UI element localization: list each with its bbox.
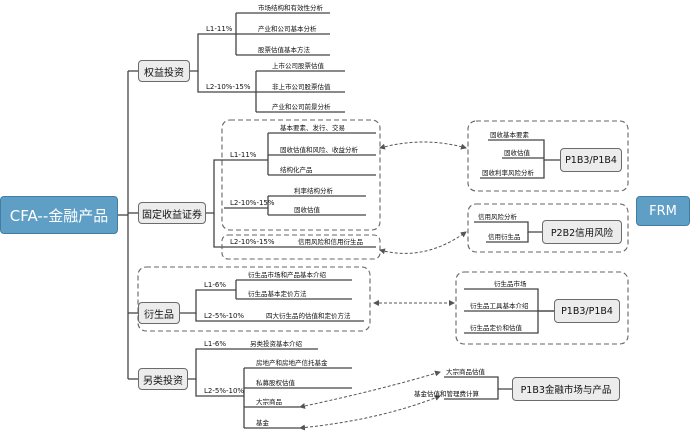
root-node[interactable]: CFA--金融产品 <box>0 196 118 234</box>
equity-l2-item: 上市公司股票估值 <box>272 62 324 70</box>
category-derivatives[interactable]: 衍生品 <box>138 302 180 324</box>
fixed-income-l2b-label: L2-10%-15% <box>230 238 275 246</box>
derivatives-l2-item: 四大衍生品的估值和定价方法 <box>266 312 351 320</box>
alternatives-l1-item: 另类投资基本介绍 <box>250 340 302 348</box>
equity-l1-item: 股票估值基本方法 <box>258 46 310 54</box>
alternatives-l1-label: L1-6% <box>204 340 226 348</box>
fixed-income-l1-item: 固收估值和风险、收益分析 <box>280 146 358 154</box>
equity-l2-item: 非上市公司股票估值 <box>272 83 331 91</box>
equity-l2-item: 产业和公司前景分析 <box>272 103 331 111</box>
frm-g4-item: 基金估值和管理费计算 <box>414 390 479 398</box>
equity-l1-label: L1-11% <box>206 25 233 33</box>
equity-l2-label: L2-10%-15% <box>206 83 251 91</box>
equity-l1-item: 产业和公司基本分析 <box>258 25 317 33</box>
frm-g2-item: 信用风险分析 <box>478 213 517 221</box>
frm-g1-item: 固收基本要素 <box>490 131 529 139</box>
category-equity[interactable]: 权益投资 <box>138 60 190 82</box>
fixed-income-l2a-item: 固收估值 <box>294 206 320 214</box>
frm-g3-item: 衍生品定价和估值 <box>470 324 522 332</box>
fixed-income-l2a-label: L2-10%-15% <box>230 199 275 207</box>
frm-node[interactable]: FRM <box>636 196 690 226</box>
frm-group-p1b3-markets-products[interactable]: P1B3金融市场与产品 <box>512 377 620 401</box>
fixed-income-l1-label: L1-11% <box>230 151 257 159</box>
fixed-income-l1-item: 基本要素、发行、交易 <box>280 124 345 132</box>
frm-g2-item: 信用衍生品 <box>488 233 521 241</box>
fixed-income-l2b-item: 信用风险和信用衍生品 <box>298 238 363 246</box>
frm-group-p1b3-p1b4-derivatives[interactable]: P1B3/P1B4 <box>554 299 620 323</box>
alternatives-l2-label: L2-5%-10% <box>204 387 245 395</box>
fixed-income-l1-item: 结构化产品 <box>280 166 313 174</box>
derivatives-l2-label: L2-5%-10% <box>204 312 245 320</box>
equity-l1-item: 市场结构和有效性分析 <box>258 4 323 12</box>
alternatives-l2-item: 大宗商品 <box>256 398 282 406</box>
alternatives-l2-item: 私募股权估值 <box>256 379 295 387</box>
derivatives-l1-label: L1-6% <box>204 281 226 289</box>
frm-g4-item: 大宗商品估值 <box>446 368 485 376</box>
alternatives-l2-item: 房地产和房地产信托基金 <box>256 359 328 367</box>
fixed-income-l2a-item: 利率结构分析 <box>294 187 333 195</box>
frm-g1-item: 固收利率风险分析 <box>482 169 534 177</box>
derivatives-l1-item: 衍生品基本定价方法 <box>248 290 307 298</box>
category-alternatives[interactable]: 另类投资 <box>138 368 188 390</box>
derivatives-l1-item: 衍生品市场和产品基本介绍 <box>248 271 326 279</box>
frm-g3-item: 衍生品市场 <box>494 280 527 288</box>
frm-group-p2b2-credit-risk[interactable]: P2B2信用风险 <box>542 220 622 244</box>
frm-group-p1b3-p1b4-fixed-income[interactable]: P1B3/P1B4 <box>560 148 622 172</box>
frm-g1-item: 固收估值 <box>504 149 530 157</box>
category-fixed-income[interactable]: 固定收益证券 <box>138 202 206 224</box>
frm-g3-item: 衍生品工具基本介绍 <box>470 302 529 310</box>
alternatives-l2-item: 基金 <box>256 419 269 427</box>
